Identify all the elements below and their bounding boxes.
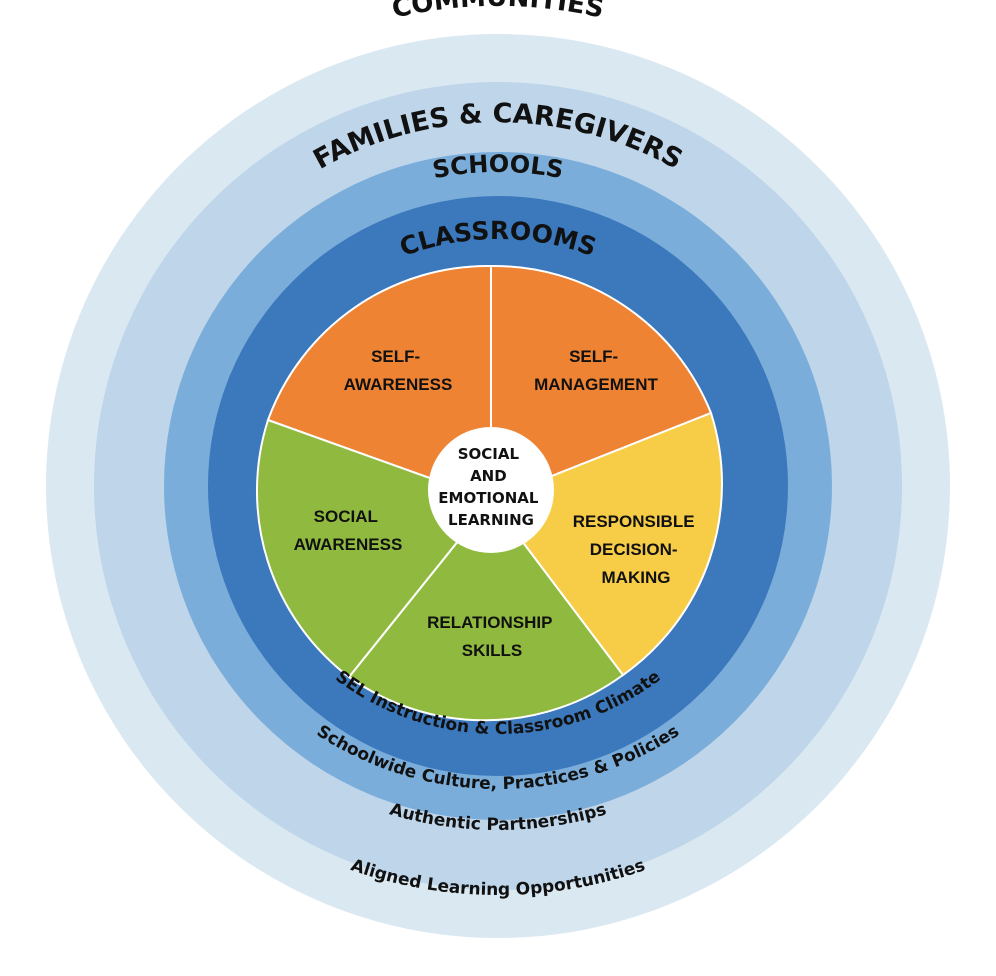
competency-wheel	[255, 264, 723, 722]
segment-relationship-skills	[347, 498, 625, 722]
relationship-skills-label: RELATIONSHIP SKILLS	[427, 613, 557, 660]
self-awareness-label: SELF- AWARENESS	[344, 347, 453, 394]
segment-self-management	[490, 264, 713, 502]
center-label: SOCIAL AND EMOTIONAL LEARNING	[438, 445, 543, 529]
center-circle	[428, 427, 554, 553]
communities-label: COMMUNITIES	[389, 0, 606, 25]
self-management-label: SELF- MANAGEMENT	[534, 347, 658, 394]
segment-self-awareness	[266, 264, 492, 502]
social-awareness-label: SOCIAL AWARENESS	[294, 507, 403, 554]
responsible-decision-making-label: RESPONSIBLE DECISION- MAKING	[573, 512, 700, 587]
